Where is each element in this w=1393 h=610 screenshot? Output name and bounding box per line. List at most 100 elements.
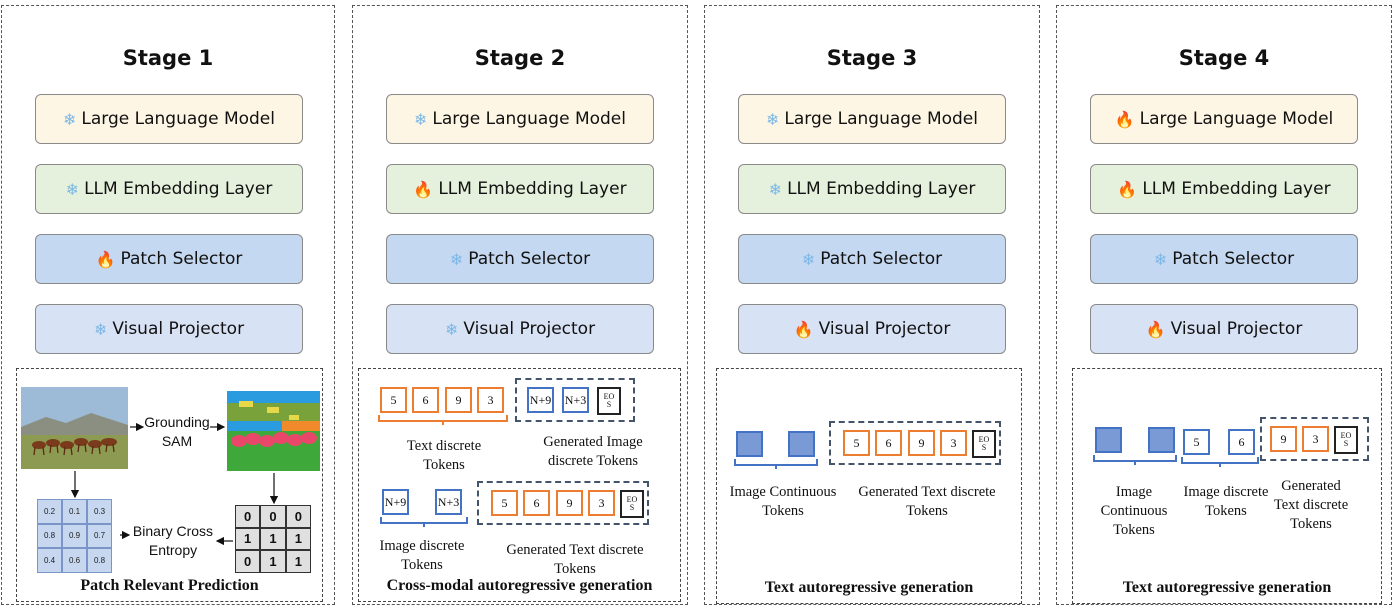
bracket [380, 517, 468, 527]
stage-3-panel: Stage 3 ❄Large Language Model ❄LLM Embed… [704, 5, 1040, 605]
fire-icon: 🔥 [95, 249, 116, 269]
prediction-cell: 0.8 [37, 523, 62, 549]
segmented-photo [227, 391, 320, 471]
stage-1-panel: Stage 1 ❄Large Language Model ❄LLM Embed… [1, 5, 335, 605]
prediction-cell: 0.9 [62, 523, 87, 549]
module-embedding: 🔥LLM Embedding Layer [386, 164, 654, 214]
eos-label: EOS [1340, 431, 1352, 448]
stage-2-panel: Stage 2 ❄Large Language Model 🔥LLM Embed… [352, 5, 688, 605]
eos-token: EOS [620, 490, 644, 518]
eos-token: EOS [1334, 426, 1358, 454]
binary-cell: 1 [260, 527, 286, 551]
text-token: 3 [477, 387, 504, 413]
horses-photo [21, 387, 128, 469]
cross-modal-panel: 5 6 9 3 Text discrete Tokens N+9 N+3 EOS… [358, 368, 681, 602]
module-embedding: ❄LLM Embedding Layer [35, 164, 303, 214]
image-continuous-label: Image Continuous Tokens [1100, 484, 1168, 538]
text-ar-panel: Image Continuous Tokens 5 6 9 3 EOS Gene… [716, 368, 1022, 604]
module-label: Patch Selector [120, 249, 243, 269]
snowflake-icon: ❄ [766, 109, 780, 129]
image-token: N+9 [527, 387, 554, 413]
snowflake-icon: ❄ [65, 179, 80, 199]
fire-icon: 🔥 [413, 179, 434, 199]
generated-image-group: N+9 N+3 EOS [515, 378, 635, 422]
stage-4-panel: Stage 4 🔥Large Language Model 🔥LLM Embed… [1056, 5, 1392, 605]
text-token: 9 [1270, 426, 1297, 452]
prediction-cell: 0.6 [62, 548, 87, 573]
generated-text-label: Generated Text discrete Tokens [506, 542, 644, 577]
module-label: Visual Projector [463, 319, 596, 339]
module-label: Large Language Model [1139, 109, 1334, 129]
prediction-cell: 0.8 [87, 548, 112, 573]
generated-text-label: Generated Text discrete Tokens [1273, 478, 1349, 532]
text-token: 5 [380, 387, 407, 413]
eos-label: EOS [626, 495, 638, 512]
module-label: LLM Embedding Layer [438, 179, 627, 199]
snowflake-icon: ❄ [449, 249, 464, 269]
stage-title: Stage 3 [826, 46, 918, 70]
image-token: N+3 [562, 387, 589, 413]
text-token: 6 [523, 490, 550, 516]
binary-cell: 1 [260, 550, 286, 573]
module-label: Visual Projector [818, 319, 951, 339]
text-token: 3 [1302, 426, 1329, 452]
generated-text-label: Generated Text discrete Tokens [858, 484, 996, 519]
module-label: LLM Embedding Layer [84, 179, 273, 199]
eos-label: EOS [978, 435, 990, 452]
module-llm: 🔥Large Language Model [1090, 94, 1358, 144]
module-label: Visual Projector [1170, 319, 1303, 339]
text-token: 3 [940, 430, 967, 456]
text-token: 6 [875, 430, 902, 456]
binary-cell: 0 [260, 505, 286, 528]
stage-title: Stage 1 [122, 46, 214, 70]
module-visual-projector: ❄Visual Projector [35, 304, 303, 354]
fire-icon: 🔥 [1145, 319, 1166, 339]
prediction-grid: 0.2 0.1 0.3 0.8 0.9 0.7 0.4 0.6 0.8 [37, 499, 112, 573]
module-patch-selector: ❄Patch Selector [1090, 234, 1358, 284]
bracket [378, 415, 508, 425]
prediction-cell: 0.3 [87, 499, 112, 524]
module-visual-projector: 🔥Visual Projector [1090, 304, 1358, 354]
bracket [734, 459, 818, 469]
module-embedding: ❄LLM Embedding Layer [738, 164, 1006, 214]
module-label: LLM Embedding Layer [787, 179, 976, 199]
binary-cell: 0 [235, 550, 261, 573]
snowflake-icon: ❄ [444, 319, 459, 339]
text-token: 9 [445, 387, 472, 413]
module-visual-projector: ❄Visual Projector [386, 304, 654, 354]
module-patch-selector: ❄Patch Selector [386, 234, 654, 284]
module-label: Large Language Model [784, 109, 978, 129]
snowflake-icon: ❄ [1153, 249, 1168, 269]
text-token: 3 [588, 490, 615, 516]
stage-title: Stage 4 [1178, 46, 1270, 70]
binary-cell: 1 [235, 527, 261, 551]
image-continuous-label: Image Continuous Tokens [729, 484, 837, 519]
generated-text-group: 5 6 9 3 EOS [477, 481, 649, 525]
module-patch-selector: 🔥Patch Selector [35, 234, 303, 284]
image-token: N+3 [435, 489, 462, 515]
module-label: Patch Selector [1172, 249, 1295, 269]
snowflake-icon: ❄ [801, 249, 816, 269]
eos-label: EOS [603, 392, 615, 409]
stage-title: Stage 2 [474, 46, 566, 70]
prediction-cell: 0.7 [87, 523, 112, 549]
module-label: Patch Selector [468, 249, 591, 269]
continuous-token [736, 431, 763, 457]
binary-cell: 0 [285, 505, 311, 528]
binary-grid: 0 0 0 1 1 1 0 1 1 [235, 505, 311, 573]
snowflake-icon: ❄ [768, 179, 783, 199]
fire-icon: 🔥 [1114, 109, 1135, 129]
panel-title: Patch Relevant Prediction [80, 577, 259, 594]
text-ar-panel: Image Continuous Tokens 5 6 Image discre… [1072, 368, 1382, 604]
bce-label: Binary Cross Entropy [132, 523, 214, 558]
image-discrete-label: Image discrete Tokens [1183, 484, 1269, 519]
patch-prediction-panel: Grounding SAM 0.2 0.1 0.3 0.8 0.9 0.7 0.… [16, 368, 323, 602]
generated-text-group: 9 3 EOS [1260, 417, 1369, 461]
module-visual-projector: 🔥Visual Projector [738, 304, 1006, 354]
module-label: Patch Selector [820, 249, 943, 269]
bracket [1181, 457, 1259, 467]
prediction-cell: 0.1 [62, 499, 87, 524]
continuous-token [1095, 427, 1122, 453]
image-token: 5 [1183, 429, 1210, 455]
snowflake-icon: ❄ [414, 109, 428, 129]
